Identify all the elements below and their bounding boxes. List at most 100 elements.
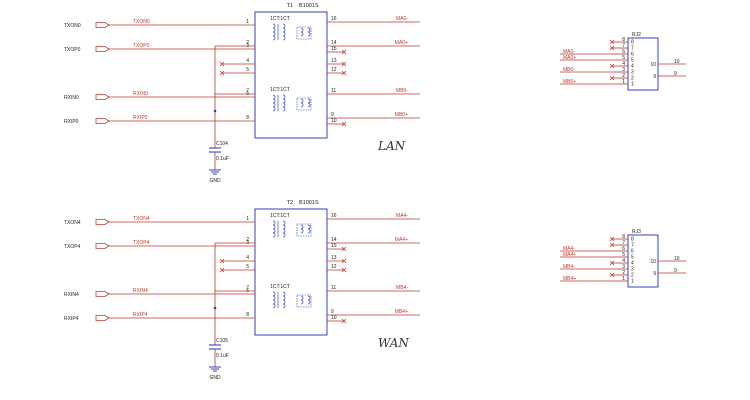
pin-number: 6 [622,246,625,252]
coil-primary-icon [272,291,276,309]
capacitor-ref: C105 [216,338,228,344]
pin-number: 9 [674,268,677,274]
pin-number: 5 [246,67,249,73]
transformer-part: B1001S [299,200,319,206]
junction-dot [213,109,217,113]
rj-net-label: MB4+ [563,276,576,282]
no-connect-icon [341,70,347,76]
input-port-arrow-icon [95,315,110,321]
no-connect-icon-b [219,70,225,76]
pin-number: 1 [622,276,625,282]
pin-number: 14 [331,40,337,46]
input-port-label: TXOP4 [64,244,81,250]
pin-number: 8 [631,237,634,243]
no-connect-icon [219,70,225,76]
no-connect-icon-b [341,121,347,127]
no-connect-icon [609,63,615,69]
no-connect-icon [219,267,225,273]
coil-primary-icon [272,94,276,112]
no-connect-icon-b [341,61,347,67]
rj-net-label: MA0- [563,49,575,55]
pin-number: 6 [631,249,634,255]
pin-number: 8 [631,40,634,46]
input-net-label: RXIP4 [133,312,148,318]
pin-number: 4 [631,261,634,267]
junction-dot [213,306,217,310]
pin-number: 7 [631,46,634,52]
pin-number: 3 [622,264,625,270]
rj-net-label: MB0+ [563,79,576,85]
pin-number: 9 [653,271,656,277]
no-connect-icon [609,75,615,81]
no-connect-icon-b [609,272,615,278]
transformer-ref: T2 [287,200,293,206]
input-net-label: TXOP4 [133,240,150,246]
output-net-label: MB0- [396,88,408,94]
no-connect-icon [609,39,615,45]
pin-number: 5 [631,58,634,64]
transformer-box [254,208,328,336]
pin-number: 2 [631,76,634,82]
no-connect-icon [219,61,225,67]
choke-coil-a-icon [300,295,304,305]
choke-coil-b-icon [307,27,311,37]
input-port-arrow-icon [95,94,110,100]
input-port-arrow-icon [95,22,110,28]
pin-number: 1 [246,19,249,25]
pin-number: 10 [331,315,337,321]
pin-number: 3 [622,67,625,73]
input-port-label: RXIN0 [64,95,79,101]
pin-number: 8 [622,234,625,240]
no-connect-icon-b [609,63,615,69]
transformer-box [254,11,328,139]
pin-number: 10 [674,59,680,65]
ground-label: GND [209,375,221,381]
pin-number: 10 [650,259,656,265]
pin-number: 6 [622,49,625,55]
pin-number: 7 [622,43,625,49]
pin-number: 3 [631,70,634,76]
pin-number: 8 [246,312,249,318]
transformer-part: B1001S [299,3,319,9]
block-label: LAN [377,139,406,153]
no-connect-icon-b [341,70,347,76]
pin-number: 1 [246,216,249,222]
no-connect-icon-b [219,61,225,67]
output-net-label: MB4+ [395,309,408,315]
pin-number: 9 [331,112,334,118]
coil-primary-icon [272,220,276,238]
capacitor-value: 0.1uF [216,353,229,359]
no-connect-icon-b [609,236,615,242]
capacitor-ref: C104 [216,141,228,147]
input-port-arrow-icon [95,243,110,249]
pin-number: 15 [331,243,337,249]
pin-number: 2 [622,73,625,79]
pin-number: 12 [331,67,337,73]
output-net-label: MB4- [396,285,408,291]
input-port-arrow-icon [95,291,110,297]
pin-number: 2 [246,40,249,46]
coil-secondary-icon [282,220,286,238]
rj-net-label: MA4+ [563,252,576,258]
pin-number: 7 [246,88,249,94]
no-connect-icon-b [341,318,347,324]
no-connect-icon-b [341,49,347,55]
input-port-arrow-icon [95,219,110,225]
pin-number: 9 [653,74,656,80]
rj-net-label: MB0- [563,67,575,73]
pin-number: 10 [331,118,337,124]
pin-number: 2 [631,273,634,279]
choke-icon [296,223,312,237]
pin-number: 2 [246,237,249,243]
no-connect-icon-b [609,45,615,51]
choke-icon [296,26,312,40]
no-connect-icon [609,45,615,51]
input-port-label: TXON0 [64,23,81,29]
input-port-label: RXIP0 [64,119,79,125]
pin-number: 1 [631,279,634,285]
input-net-label: RXIN0 [133,91,148,97]
no-connect-icon [341,246,347,252]
pin-number: 4 [246,58,249,64]
no-connect-icon [341,61,347,67]
pin-number: 5 [631,255,634,261]
